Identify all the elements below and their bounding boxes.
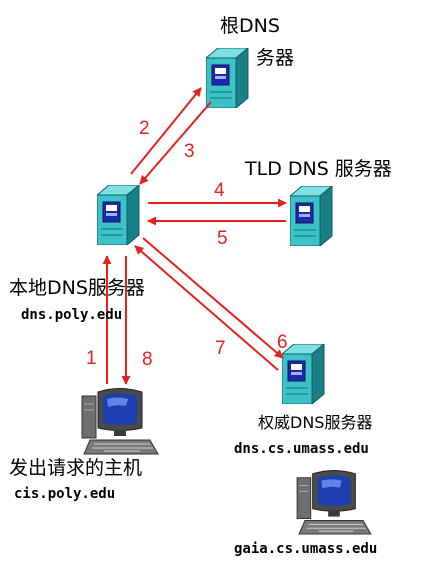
tld-server-label: TLD DNS 服务器 [244, 158, 392, 180]
root-server-label-line2: 务器 [256, 47, 294, 69]
arrow-step-7 [134, 245, 279, 371]
step-label-1: 1 [86, 348, 97, 369]
step-label-8: 8 [142, 349, 153, 370]
auth-server-host: dns.cs.umass.edu [234, 441, 369, 457]
root-server-icon [206, 48, 249, 108]
step-label-3: 3 [184, 141, 195, 162]
target-host-name: gaia.cs.umass.edu [234, 541, 377, 557]
auth-server-icon [282, 344, 325, 404]
step-label-4: 4 [214, 180, 225, 201]
arrow-step-3 [139, 101, 212, 185]
local-server-host: dns.poly.edu [21, 307, 122, 323]
step-label-6: 6 [277, 332, 288, 353]
local-server-label: 本地DNS服务器 [9, 277, 145, 299]
requesting-host-computer-icon [81, 388, 159, 455]
requesting-host-name: cis.poly.edu [14, 486, 115, 502]
step-label-7: 7 [215, 338, 226, 359]
arrow-step-6 [142, 237, 284, 359]
tld-server-icon [290, 186, 333, 246]
requesting-host-label: 发出请求的主机 [9, 457, 142, 479]
auth-server-label: 权威DNS服务器 [258, 413, 372, 432]
root-server-label-line1: 根DNS [220, 15, 280, 37]
local-server-icon [97, 185, 140, 245]
step-label-5: 5 [217, 228, 228, 249]
arrow-step-2 [130, 87, 202, 175]
step-label-2: 2 [139, 118, 150, 139]
target-host-computer-icon [296, 470, 372, 535]
